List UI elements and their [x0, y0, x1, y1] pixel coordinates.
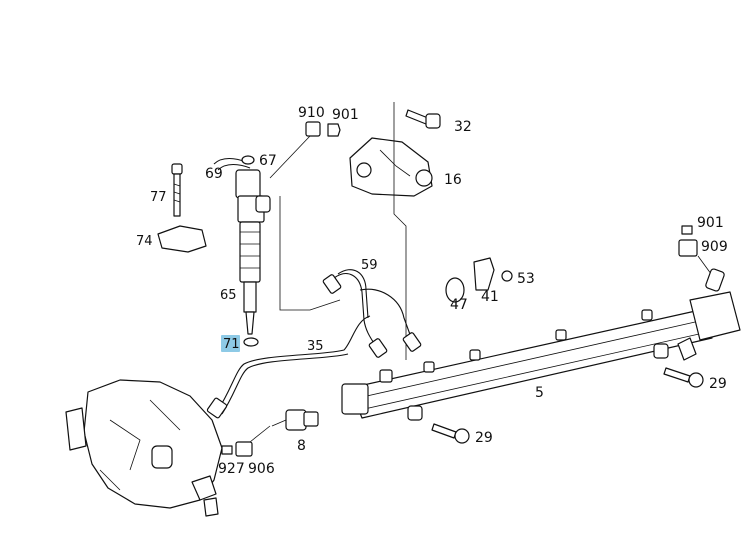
label-67[interactable]: 67: [259, 153, 277, 169]
label-71[interactable]: 71: [223, 337, 240, 352]
clamp-74[interactable]: [157, 225, 207, 253]
connector-910[interactable]: [305, 121, 321, 137]
label-59[interactable]: 59: [361, 258, 378, 273]
part-71-highlight: [221, 335, 240, 352]
label-8[interactable]: 8: [297, 438, 306, 454]
nut-53[interactable]: [501, 270, 513, 282]
pin-901-top[interactable]: [327, 123, 341, 137]
plug-29-rail[interactable]: [677, 337, 697, 361]
bolt-77[interactable]: [171, 163, 183, 217]
sensor-909[interactable]: [678, 239, 698, 257]
label-65[interactable]: 65: [220, 288, 237, 303]
label-77[interactable]: 77: [150, 190, 167, 205]
bolt-32[interactable]: [405, 109, 441, 129]
label-901-right[interactable]: 901: [697, 215, 724, 231]
label-910[interactable]: 910: [298, 105, 325, 121]
washer-67[interactable]: [241, 155, 255, 165]
seal-71[interactable]: [243, 337, 259, 347]
pressure-sensor-8[interactable]: [271, 409, 319, 431]
connector-906[interactable]: [235, 441, 253, 457]
fuel-injector[interactable]: [235, 169, 271, 335]
bolt-29-bottom[interactable]: [431, 423, 470, 444]
label-16[interactable]: 16: [444, 172, 462, 188]
fuel-rail-5[interactable]: [341, 291, 741, 421]
bracket-16[interactable]: [349, 137, 433, 197]
label-32[interactable]: 32: [454, 119, 472, 135]
pin-927[interactable]: [221, 445, 233, 455]
high-pressure-pump[interactable]: [65, 379, 223, 517]
label-901-top[interactable]: 901: [332, 107, 359, 123]
label-906[interactable]: 906: [248, 461, 275, 477]
label-29-right[interactable]: 29: [709, 376, 727, 392]
plug-47[interactable]: [445, 277, 465, 303]
label-41[interactable]: 41: [481, 289, 499, 305]
label-927[interactable]: 927: [218, 461, 245, 477]
label-909[interactable]: 909: [701, 239, 728, 255]
label-74[interactable]: 74: [136, 234, 153, 249]
label-47[interactable]: 47: [450, 297, 468, 313]
pin-901-right[interactable]: [681, 225, 693, 235]
fuel-line-35[interactable]: [217, 315, 371, 411]
label-29-bottom[interactable]: 29: [475, 430, 493, 446]
clamp-41[interactable]: [473, 257, 495, 291]
label-53[interactable]: 53: [517, 271, 535, 287]
label-5[interactable]: 5: [535, 385, 544, 401]
label-69[interactable]: 69: [205, 166, 223, 182]
label-35[interactable]: 35: [307, 339, 324, 354]
bolt-29-right[interactable]: [663, 367, 704, 388]
